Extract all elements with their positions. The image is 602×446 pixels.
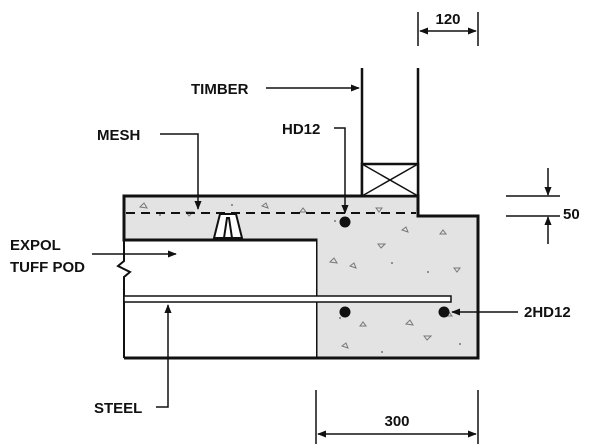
plate-cross-b bbox=[361, 163, 419, 197]
hd12-leader bbox=[334, 127, 349, 214]
bottom-bar-left bbox=[339, 306, 351, 318]
mesh-leader bbox=[160, 133, 202, 210]
bottom-bar-right bbox=[438, 306, 450, 318]
bar-chair bbox=[212, 213, 244, 239]
break-line bbox=[116, 240, 132, 358]
dim-120-value: 120 bbox=[435, 11, 460, 28]
concrete-dots bbox=[159, 204, 461, 353]
expol-label-line1: EXPOL bbox=[10, 237, 61, 254]
bars-2hd12-label: 2HD12 bbox=[524, 304, 571, 321]
steel-label: STEEL bbox=[94, 400, 142, 417]
mesh-label: MESH bbox=[97, 127, 140, 144]
timber-label: TIMBER bbox=[191, 81, 249, 98]
dim-50-value: 50 bbox=[563, 206, 580, 223]
steel-strip bbox=[123, 295, 452, 303]
dim-300-value: 300 bbox=[384, 413, 409, 430]
concrete-aggregate bbox=[138, 202, 461, 349]
hd12-bar bbox=[339, 216, 351, 228]
hd12-label: HD12 bbox=[282, 121, 320, 138]
steel-leader bbox=[156, 304, 172, 408]
expol-label-line2: TUFF POD bbox=[10, 259, 85, 276]
